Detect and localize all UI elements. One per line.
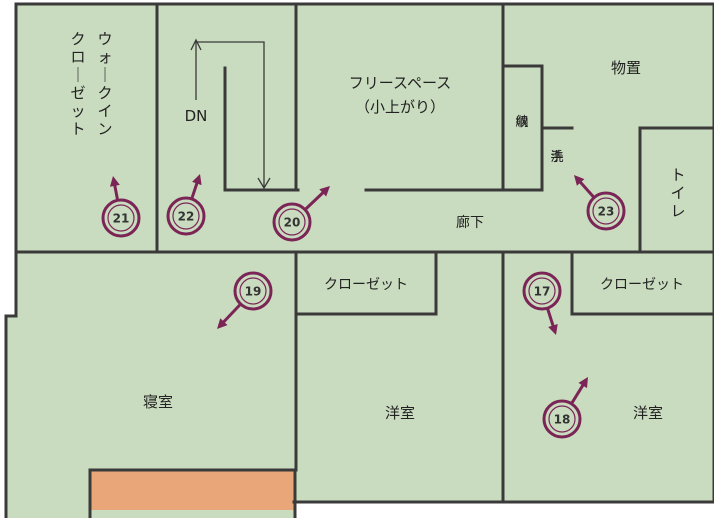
arrow-icon <box>545 305 558 335</box>
free-space-label: フリースペース（小上がり） <box>349 74 451 116</box>
closet-right-wall <box>570 250 714 316</box>
closet-right-label: クローゼット <box>600 277 684 293</box>
viewpoint-marker-number: 18 <box>554 413 571 427</box>
walk-in-closet-label: ウォ｜クインクロ｜ゼット <box>70 30 112 138</box>
arrow-icon <box>302 186 330 213</box>
hand-wash-label: 手洗 <box>550 150 563 165</box>
stairs-dn-label: DN <box>185 107 208 125</box>
storage-wall <box>501 64 544 192</box>
viewpoint-marker-19: 19 <box>217 271 273 329</box>
arrow-icon <box>217 301 244 329</box>
toilet-label: トイレ <box>670 166 685 220</box>
storeroom-label: 物置 <box>611 59 641 77</box>
western-room-center-label: 洋室 <box>385 404 415 422</box>
arrow-icon <box>189 174 202 202</box>
stairs-wall <box>223 66 300 192</box>
walls <box>4 2 714 518</box>
floor-area <box>6 4 714 518</box>
viewpoint-marker-number: 17 <box>534 285 551 299</box>
bedroom-label: 寝室 <box>143 393 173 411</box>
viewpoint-marker-number: 23 <box>598 205 615 219</box>
arrow-icon <box>574 175 597 201</box>
viewpoint-marker-number: 22 <box>178 210 195 224</box>
stairs-arrow-icon <box>190 38 271 190</box>
viewpoint-marker-22: 22 <box>166 174 206 236</box>
outer-wall-left <box>4 2 18 518</box>
viewpoint-marker-18: 18 <box>542 377 588 439</box>
storage-small-label: 収納 <box>515 115 528 130</box>
viewpoint-marker-21: 21 <box>101 176 141 238</box>
entrance-strip <box>90 470 295 510</box>
viewpoint-marker-number: 21 <box>113 212 130 226</box>
viewpoint-marker-number: 19 <box>245 285 262 299</box>
viewpoint-marker-number: 20 <box>284 216 301 230</box>
viewpoint-marker-20: 20 <box>272 186 330 242</box>
closet-center-label: クローゼット <box>324 277 408 293</box>
viewpoint-marker-17: 17 <box>522 271 562 335</box>
western-room-right-label: 洋室 <box>633 404 663 422</box>
viewpoint-marker-23: 23 <box>574 175 626 231</box>
arrow-icon <box>569 377 588 407</box>
toilet-wall <box>638 126 714 254</box>
hallway-label: 廊下 <box>456 214 484 231</box>
viewpoint-markers: 17 18 19 20 21 22 23 <box>101 174 626 439</box>
